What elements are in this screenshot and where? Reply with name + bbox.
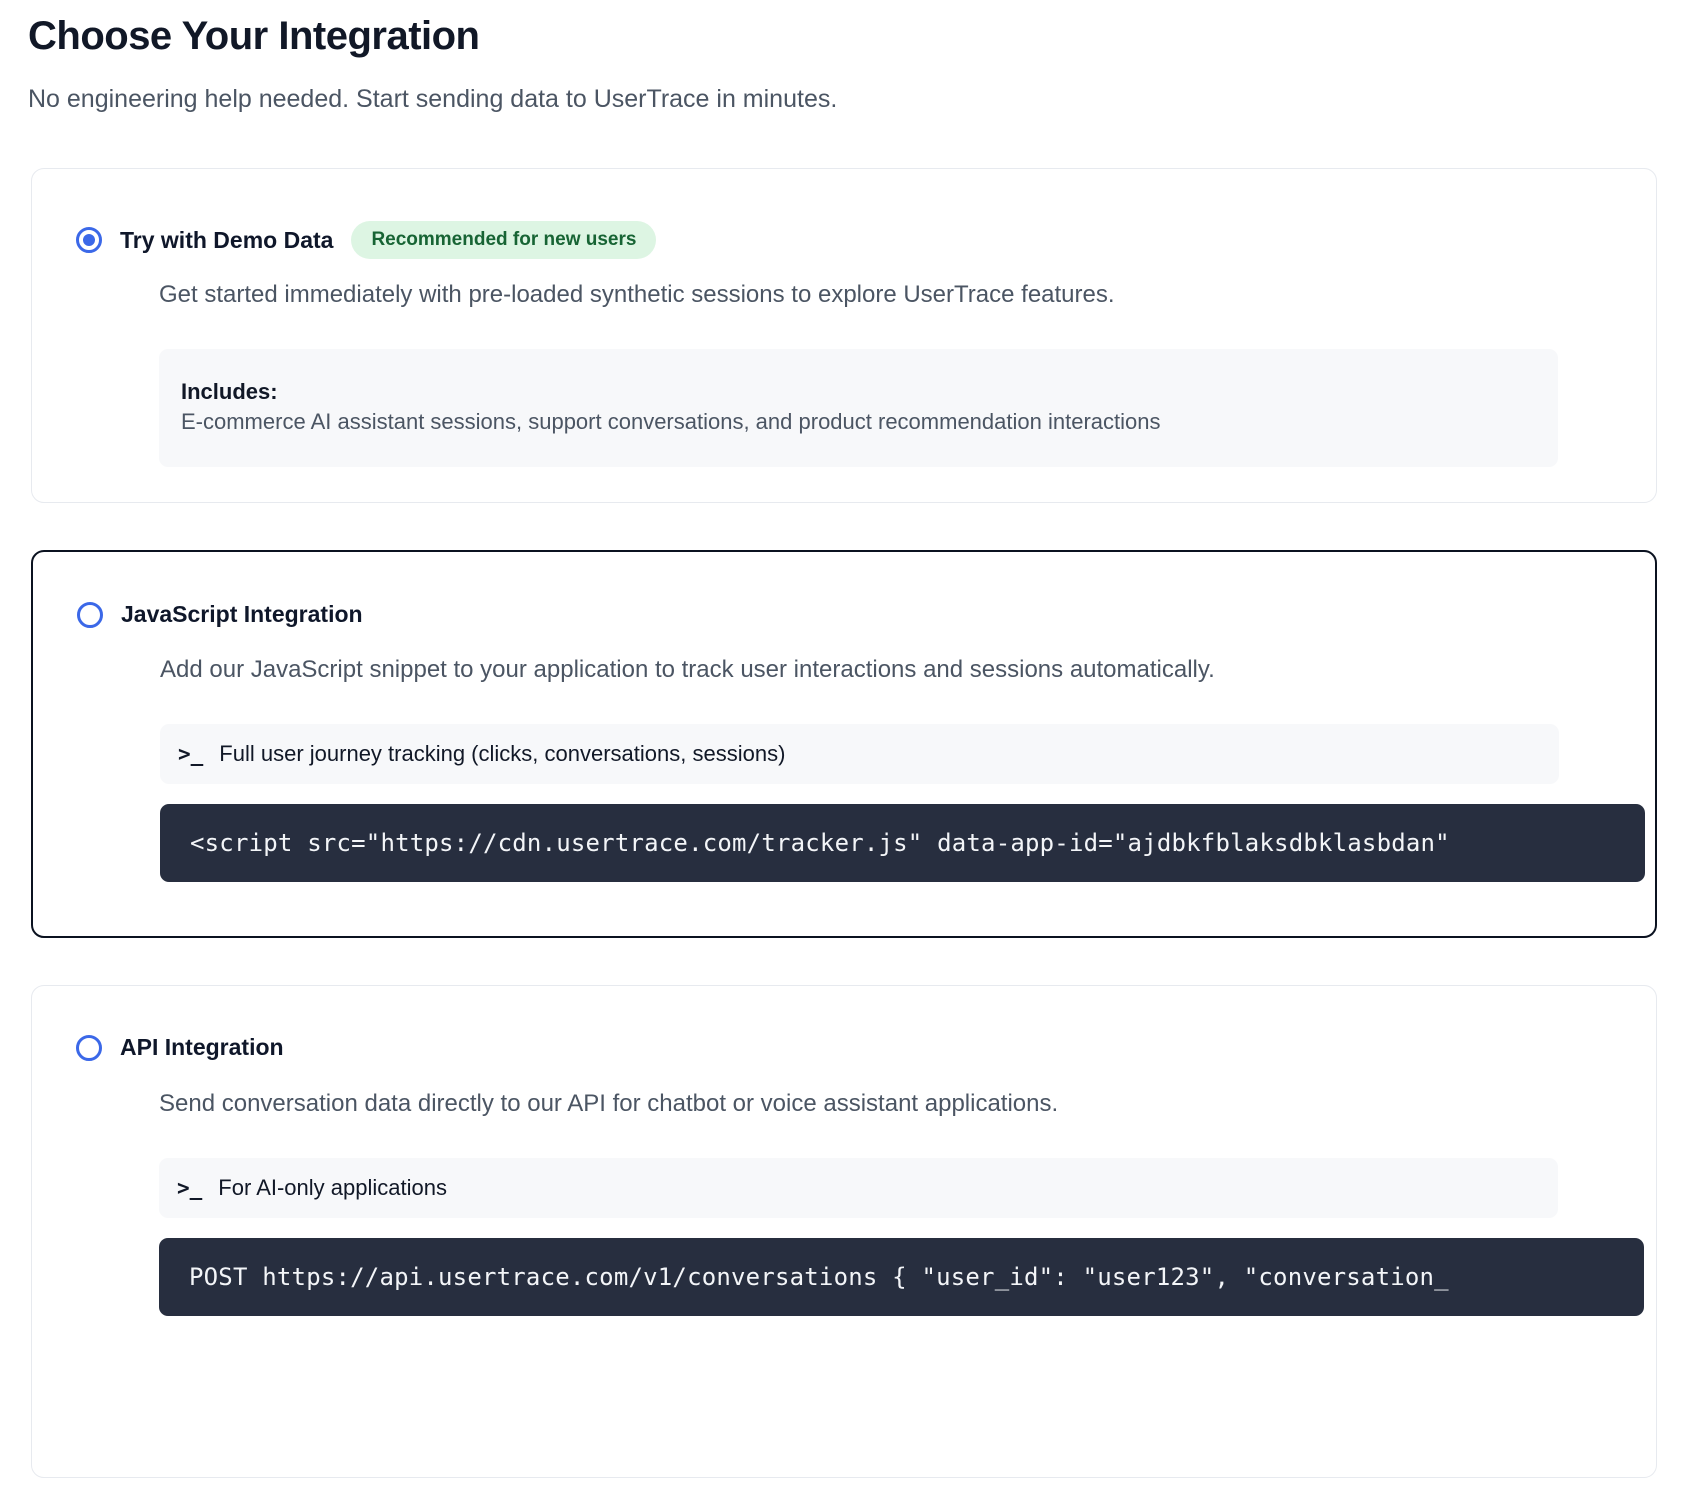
includes-panel: Includes: E-commerce AI assistant sessio…	[159, 349, 1558, 467]
option-header-api[interactable]: API Integration	[76, 1034, 284, 1061]
code-block-api[interactable]: POST https://api.usertrace.com/v1/conver…	[159, 1238, 1644, 1316]
option-card-api[interactable]: API Integration Send conversation data d…	[31, 985, 1657, 1478]
page-title: Choose Your Integration	[28, 14, 480, 58]
hint-panel-javascript: >_ Full user journey tracking (clicks, c…	[160, 724, 1559, 784]
hint-text-javascript: Full user journey tracking (clicks, conv…	[219, 741, 786, 766]
radio-demo-data[interactable]	[76, 227, 102, 253]
page-subtitle: No engineering help needed. Start sendin…	[28, 85, 838, 113]
code-text-javascript: <script src="https://cdn.usertrace.com/t…	[190, 829, 1450, 857]
option-title-api: API Integration	[120, 1034, 284, 1060]
recommended-badge: Recommended for new users	[351, 221, 657, 259]
option-header-javascript[interactable]: JavaScript Integration	[77, 601, 363, 628]
option-description-api: Send conversation data directly to our A…	[159, 1090, 1059, 1117]
option-header-demo-data[interactable]: Try with Demo Data Recommended for new u…	[76, 221, 657, 259]
option-description-demo-data: Get started immediately with pre-loaded …	[159, 281, 1115, 308]
option-title-demo-data: Try with Demo Data	[120, 226, 334, 253]
terminal-prompt-icon: >_	[177, 1175, 203, 1200]
option-title-javascript: JavaScript Integration	[121, 601, 363, 627]
radio-javascript[interactable]	[77, 601, 103, 628]
code-block-javascript[interactable]: <script src="https://cdn.usertrace.com/t…	[160, 804, 1645, 882]
hint-text-api: For AI-only applications	[218, 1175, 447, 1200]
terminal-prompt-icon: >_	[178, 741, 204, 766]
hint-panel-api: >_ For AI-only applications	[159, 1158, 1558, 1218]
option-card-demo-data[interactable]: Try with Demo Data Recommended for new u…	[31, 168, 1657, 503]
includes-text: E-commerce AI assistant sessions, suppor…	[181, 409, 1161, 434]
code-text-api: POST https://api.usertrace.com/v1/conver…	[189, 1263, 1449, 1291]
option-card-javascript[interactable]: JavaScript Integration Add our JavaScrip…	[31, 550, 1657, 938]
radio-api[interactable]	[76, 1034, 102, 1061]
includes-label: Includes:	[181, 379, 278, 404]
option-description-javascript: Add our JavaScript snippet to your appli…	[160, 656, 1215, 683]
